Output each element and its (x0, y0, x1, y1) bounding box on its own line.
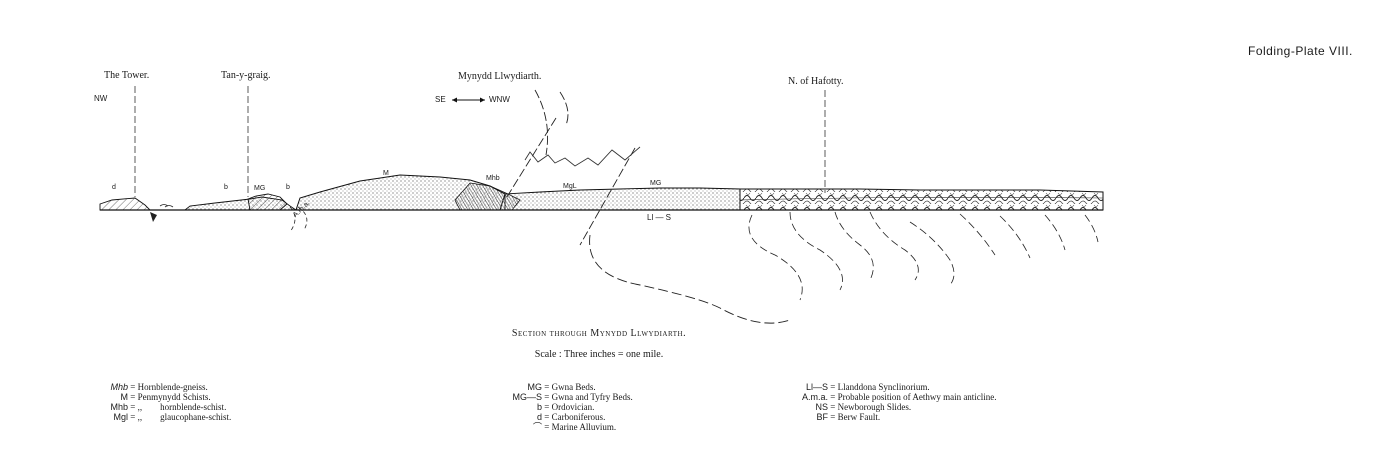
direction-label-wnw: WNW (489, 95, 510, 104)
legend-key: Mgl (113, 412, 128, 422)
location-label-hafotty: N. of Hafotty. (788, 76, 844, 87)
legend-row: MG = Gwna Beds. (440, 382, 633, 392)
legend-key: Ll—S (805, 382, 828, 392)
legend-desc: Penmynydd Schists. (137, 392, 211, 402)
legend-row: Mgl = ,, glaucophane-schist. (64, 412, 231, 422)
legend-row: d = Carboniferous. (440, 412, 633, 422)
legend-row: Mhb = ,, hornblende-schist. (64, 402, 231, 412)
annotation-b-right: b (286, 184, 290, 191)
legend-key: b (536, 402, 542, 412)
legend-row: ⌒ = Marine Alluvium. (440, 422, 633, 432)
legend-desc: Marine Alluvium. (551, 422, 617, 432)
legend-row: NS = Newborough Slides. (744, 402, 997, 412)
legend-row: Mhb = Hornblende-gneiss. (64, 382, 231, 392)
annotation-mgl: MgL (563, 183, 577, 190)
annotation-ll-s: Ll — S (647, 213, 672, 222)
legend-key: BF (816, 412, 828, 422)
legend-desc: Carboniferous. (551, 412, 606, 422)
location-label-the-tower: The Tower. (104, 70, 150, 81)
annotation-mg-right: MG (650, 180, 662, 187)
legend-desc: Gwna Beds. (551, 382, 596, 392)
annotation-mg-left: MG (254, 185, 266, 192)
legend-desc: Gwna and Tyfry Beds. (551, 392, 633, 402)
legend-desc: Hornblende-gneiss. (137, 382, 208, 392)
legend-row: MG—S = Gwna and Tyfry Beds. (440, 392, 633, 402)
legend-key: MG—S (512, 392, 542, 402)
marine-alluvium-icon: ⌒ (532, 422, 542, 432)
location-label-mynydd-llwydiarth: Mynydd Llwydiarth. (458, 71, 542, 82)
legend-key: Mhb (110, 402, 128, 412)
legend-key: NS (815, 402, 828, 412)
legend-key: A.m.a. (801, 392, 828, 402)
legend-row: A.m.a. = Probable position of Aethwy mai… (744, 392, 997, 402)
location-label-tan-y-graig: Tan-y-graig. (221, 70, 271, 81)
legend-key: Mhb (110, 382, 128, 392)
legend-row: BF = Berw Fault. (744, 412, 997, 422)
direction-label-se: SE (435, 95, 446, 104)
direction-label-nw: NW (94, 94, 108, 103)
legend-key: M (120, 392, 129, 402)
annotation-mhb: Mhb (486, 175, 500, 182)
legend-desc: Probable position of Aethwy main anticli… (837, 392, 997, 402)
legend-row: M = Penmynydd Schists. (64, 392, 231, 402)
legend-key: MG (527, 382, 543, 392)
legend-desc: Berw Fault. (837, 412, 881, 422)
legend-row: b = Ordovician. (440, 402, 633, 412)
scale-label: Scale : Three inches = one mile. (534, 349, 664, 360)
legend-column-2: MG = Gwna Beds. MG—S = Gwna and Tyfry Be… (440, 382, 633, 432)
annotation-d: d (112, 184, 116, 191)
legend-desc: ,, hornblende-schist. (137, 402, 227, 412)
section-title: Section through Mynydd Llwydiarth. (511, 328, 687, 339)
legend-column-3: Ll—S = Llanddona Synclinorium. A.m.a. = … (744, 382, 997, 422)
legend-key: d (536, 412, 542, 422)
legend-row: Ll—S = Llanddona Synclinorium. (744, 382, 997, 392)
legend-desc: Ordovician. (551, 402, 595, 412)
plate-label: Folding-Plate VIII. (1248, 44, 1353, 58)
legend-column-1: Mhb = Hornblende-gneiss. M = Penmynydd S… (64, 382, 231, 422)
legend-desc: Newborough Slides. (837, 402, 912, 412)
annotation-m: M (383, 170, 389, 177)
legend-desc: ,, glaucophane-schist. (137, 412, 232, 422)
legend-desc: Llanddona Synclinorium. (837, 382, 930, 392)
annotation-b-left: b (224, 184, 228, 191)
